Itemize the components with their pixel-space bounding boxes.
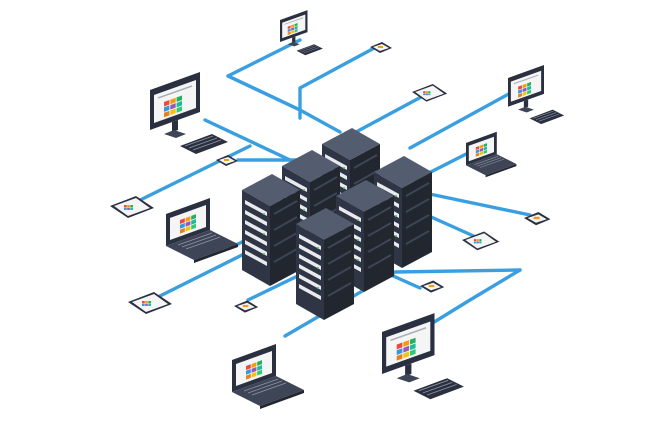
server-rack-icon <box>295 207 355 321</box>
server-rack-front <box>295 207 355 321</box>
server-rack-left <box>241 173 301 287</box>
server-rack-icon <box>241 173 301 287</box>
